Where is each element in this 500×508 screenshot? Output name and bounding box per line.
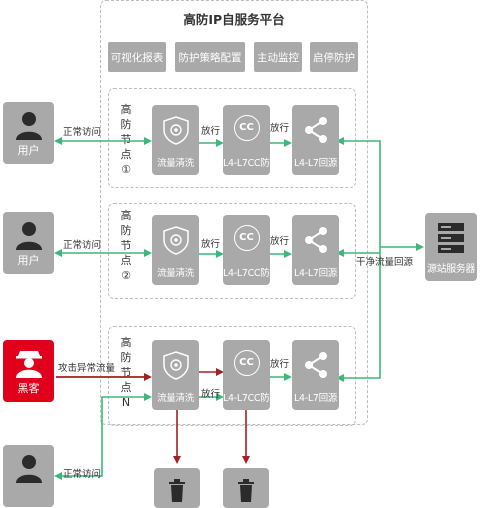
backsource-module-2[interactable]: L4-L7回源 [292, 215, 339, 285]
pass-label: 放行 [270, 123, 290, 134]
user-label: 用户 [17, 254, 40, 267]
flow-label-clean: 干净流量回源 [356, 257, 414, 268]
server-label: 源站服务器 [427, 264, 475, 275]
trash-icon [238, 479, 254, 502]
cc-icon: CC [233, 115, 260, 141]
service-visual-report[interactable]: 可视化报表 [108, 42, 166, 72]
cc-module-n[interactable]: CC L4-L7CC防护 [223, 340, 279, 410]
cc-icon: CC [233, 350, 260, 376]
flow-label-user1: 正常访问 [63, 127, 102, 138]
cc-icon: CC [233, 225, 260, 251]
cleaning-shield-icon [162, 226, 189, 255]
flow-label-hacker: 攻击异常流量 [58, 363, 116, 374]
cleaning-module-2[interactable]: 流量清洗 [152, 215, 199, 285]
flow-user4-noden [54, 393, 152, 480]
user-icon [15, 455, 42, 483]
cleaning-module-1[interactable]: 流量清洗 [152, 105, 199, 175]
discard-bin-2 [223, 468, 269, 508]
pass-label: 放行 [270, 359, 290, 370]
pass-label: 放行 [201, 239, 221, 250]
user-icon [15, 112, 42, 140]
origin-server[interactable]: 源站服务器 [425, 213, 477, 281]
hacker-node[interactable]: 黑客 [3, 340, 54, 402]
backsource-module-n[interactable]: L4-L7回源 [292, 340, 339, 410]
cc-module-1[interactable]: CC L4-L7CC防护 [223, 105, 279, 175]
cleaning-module-n[interactable]: 流量清洗 [152, 340, 199, 410]
node-frame-n [108, 326, 356, 426]
trash-icon [169, 479, 185, 502]
share-icon [304, 352, 327, 378]
server-icon [438, 223, 464, 253]
user-icon [15, 222, 42, 250]
pass-label: 放行 [270, 236, 290, 247]
discard-bin-1 [154, 468, 200, 508]
pass-label: 放行 [201, 126, 221, 137]
cleaning-shield-icon [162, 351, 189, 380]
share-icon [304, 117, 327, 143]
flow-label-user4: 正常访问 [63, 469, 102, 480]
user-label: 用户 [17, 144, 40, 157]
cleaning-shield-icon [162, 116, 189, 145]
backsource-module-1[interactable]: L4-L7回源 [292, 105, 339, 175]
pass-label: 放行 [201, 389, 221, 400]
user-node-3[interactable] [3, 445, 54, 507]
platform-title: 高防IP自服务平台 [183, 12, 285, 27]
service-policy-config[interactable]: 防护策略配置 [175, 42, 245, 72]
user-node-1[interactable]: 用户 [3, 102, 54, 164]
service-active-monitor[interactable]: 主动监控 [254, 42, 302, 72]
hacker-label: 黑客 [17, 382, 40, 395]
user-node-2[interactable]: 用户 [3, 212, 54, 274]
flow-label-user2: 正常访问 [63, 240, 102, 251]
service-toggle-protection[interactable]: 启停防护 [310, 42, 358, 72]
hacker-icon [15, 351, 42, 378]
cc-module-2[interactable]: CC L4-L7CC防护 [223, 215, 279, 285]
protection-platform-frame [100, 0, 368, 425]
share-icon [304, 227, 327, 253]
